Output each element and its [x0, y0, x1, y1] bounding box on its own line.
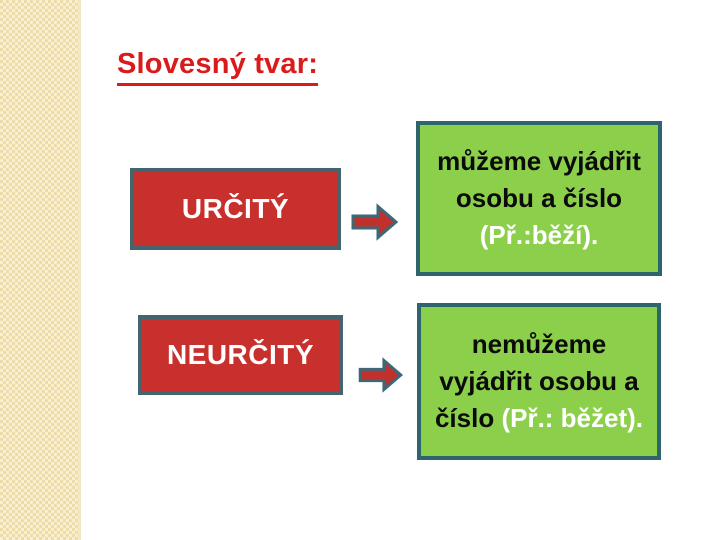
decor-stripe: [0, 0, 81, 540]
finite-example-text: (Př.:běží).: [479, 220, 599, 250]
infinite-description-line: číslo (Př.: běžet).: [435, 400, 643, 437]
infinite-description-line: vyjádřit osobu a: [439, 366, 639, 396]
finite-description-line: můžeme vyjádřit: [437, 146, 641, 176]
page-title: Slovesný tvar:: [117, 48, 319, 86]
infinite-verb-label: NEURČITÝ: [166, 339, 315, 370]
finite-description-line: osobu a číslo: [455, 183, 623, 213]
infinite-example-text: (Př.: běžet).: [501, 403, 644, 433]
infinite-verb-box: NEURČITÝ: [138, 315, 343, 395]
finite-description-box: můžeme vyjádřit osobu a číslo (Př.:běží)…: [416, 121, 662, 276]
finite-verb-label: URČITÝ: [181, 193, 290, 224]
finite-verb-box: URČITÝ: [130, 168, 341, 250]
infinite-description-box: nemůžeme vyjádřit osobu a číslo (Př.: bě…: [417, 303, 661, 460]
arrow-right-icon: [350, 203, 400, 246]
arrow-right-icon: [356, 357, 406, 398]
infinite-description-line: nemůžeme: [471, 329, 607, 359]
infinite-description-text: číslo: [434, 403, 502, 433]
